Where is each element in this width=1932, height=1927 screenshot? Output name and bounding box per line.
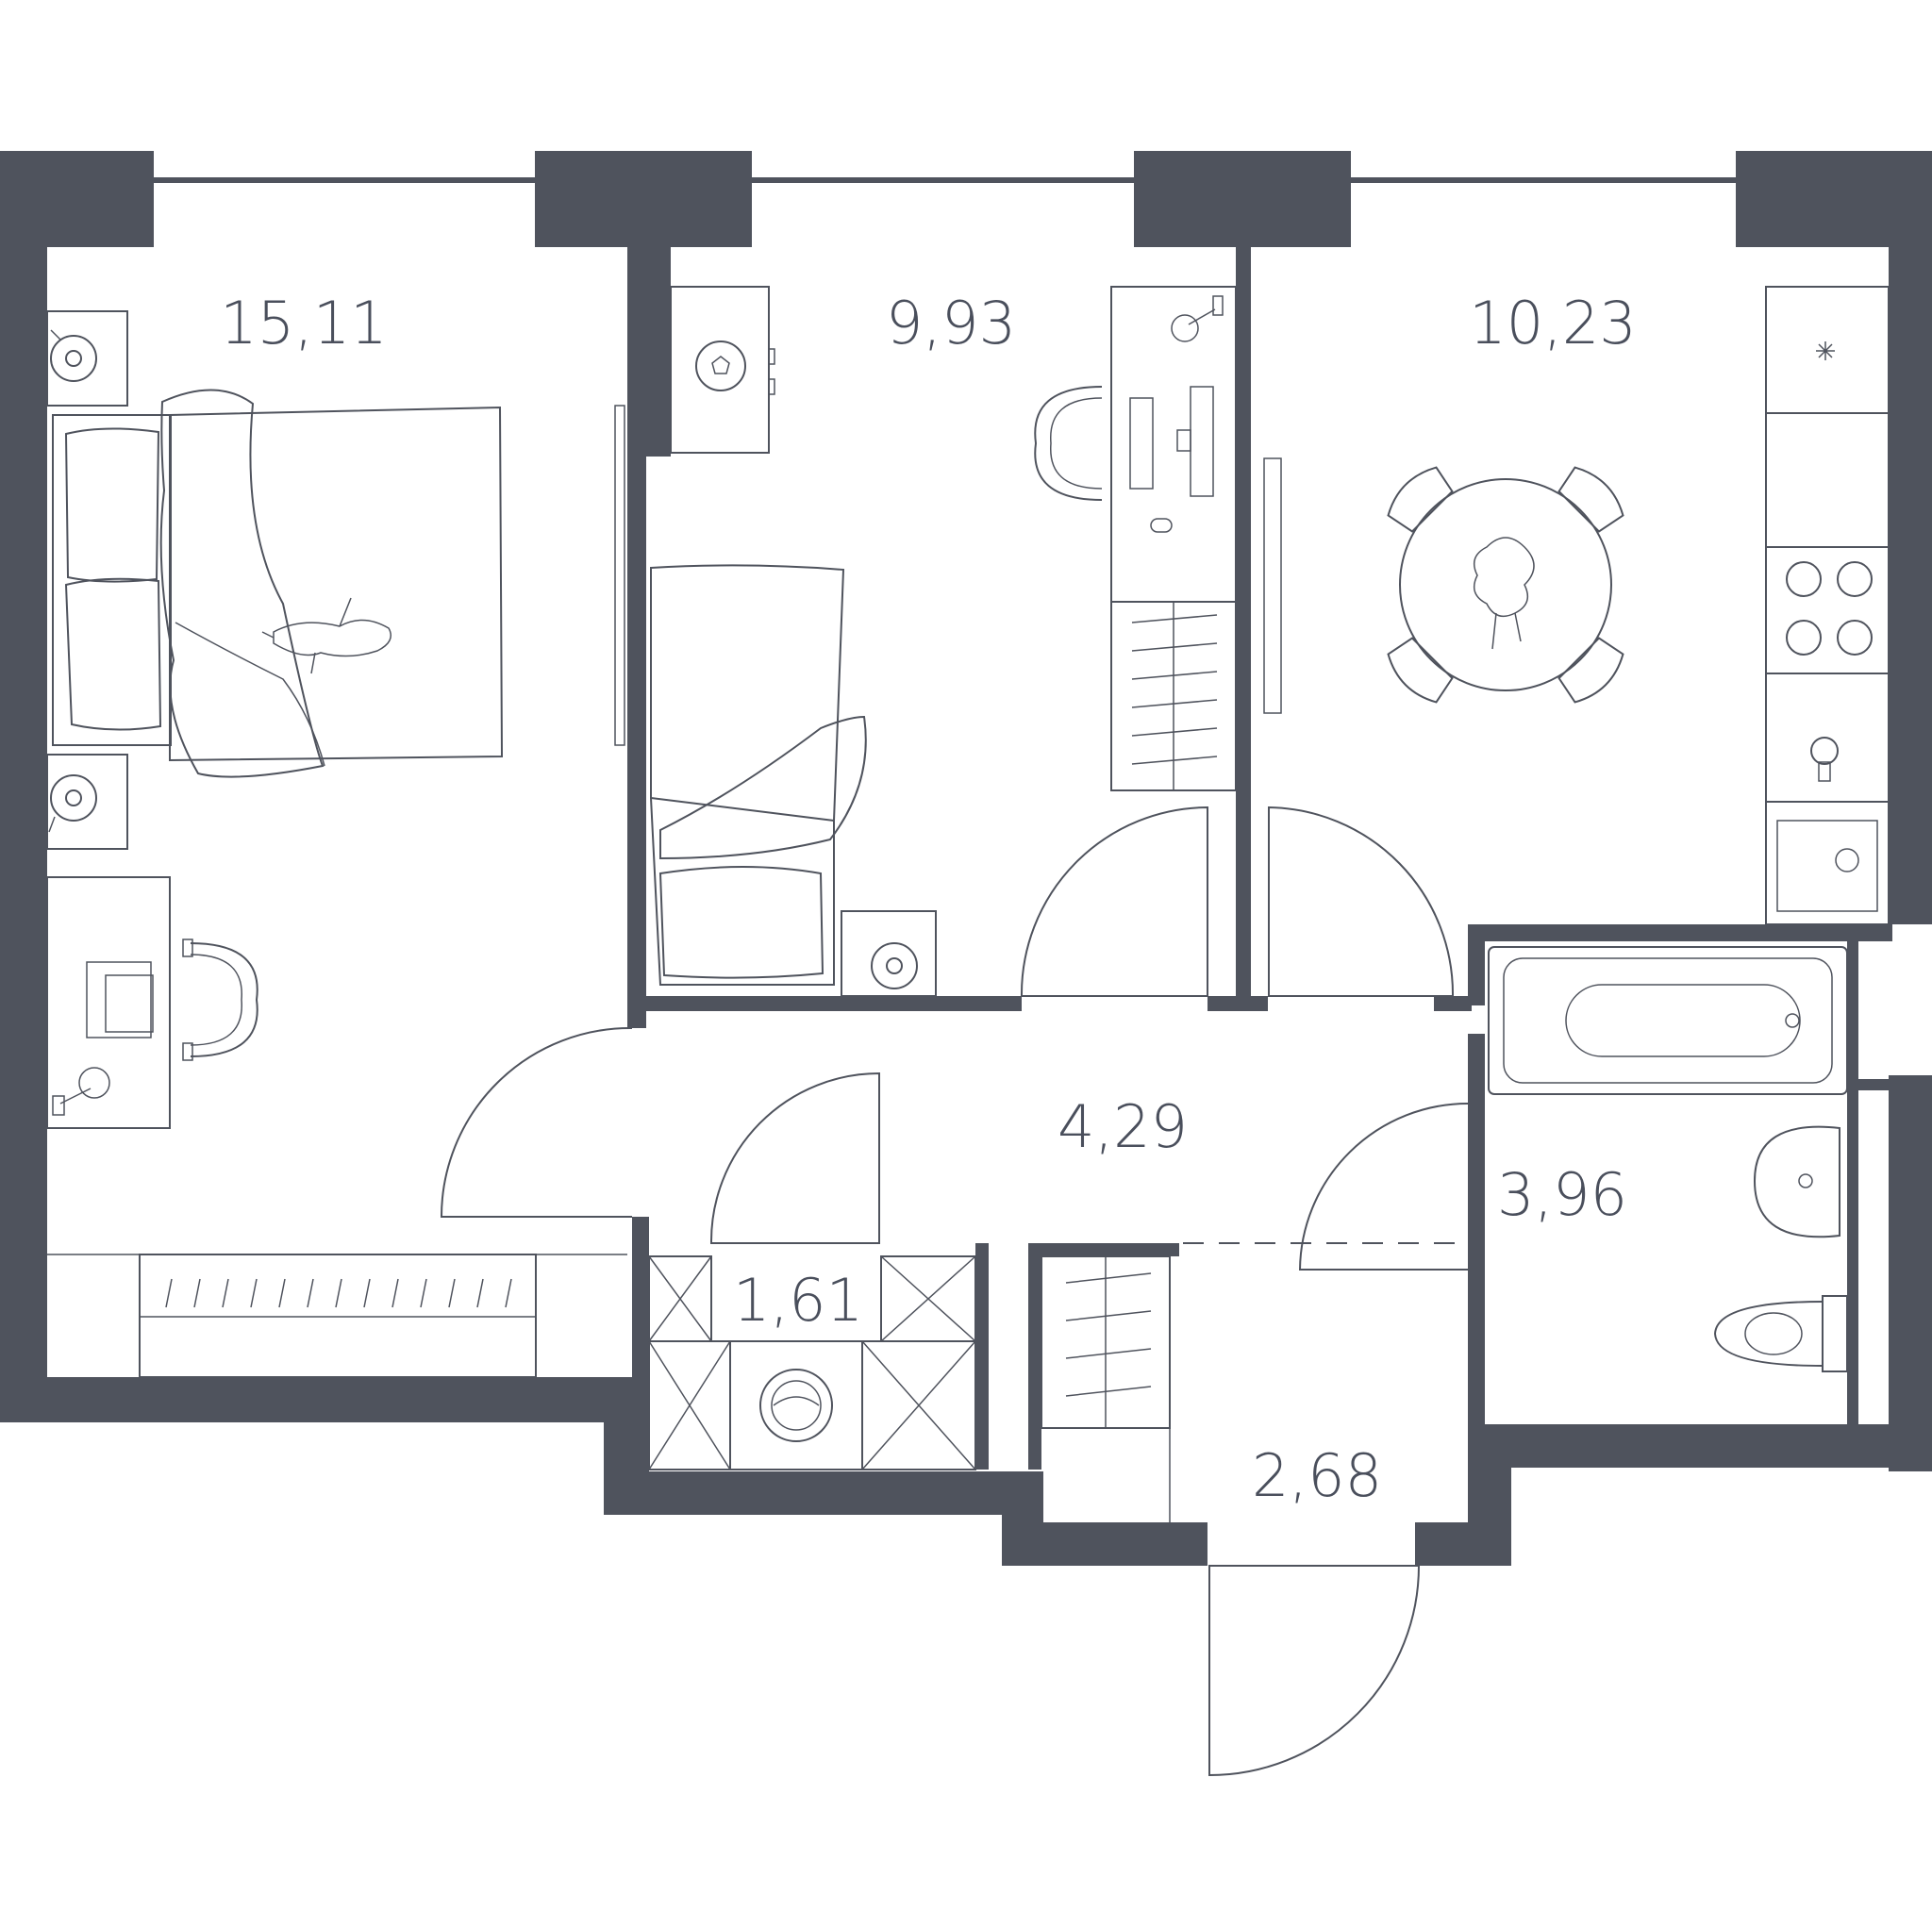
wardrobe-icon <box>1041 1255 1171 1429</box>
soccer-ball-icon <box>695 341 746 391</box>
flowers-icon <box>1473 537 1535 650</box>
room-area-childroom: 9,93 <box>886 289 1016 357</box>
door-bathroom <box>1298 1103 1469 1271</box>
laundry-furniture <box>648 1255 976 1470</box>
childroom-furniture <box>650 286 1237 997</box>
toilet-icon <box>1713 1295 1848 1372</box>
kitchen-mirror <box>1263 457 1282 714</box>
lamp-icon <box>48 774 97 833</box>
room-area-bathroom: 3,96 <box>1497 1160 1627 1229</box>
kitchen-furniture <box>1263 286 1890 925</box>
door-laundry <box>709 1071 880 1244</box>
door-entrance <box>1208 1565 1421 1777</box>
lamp-icon <box>1171 295 1224 342</box>
room-area-kitchen: 10,23 <box>1469 289 1637 357</box>
door-bedroom <box>440 1026 633 1218</box>
bathroom-furniture <box>1488 946 1848 1372</box>
washing-machine-icon <box>729 1340 863 1470</box>
wardrobe-icon <box>47 1254 627 1378</box>
bathtub-icon <box>1488 946 1848 1095</box>
entrance-furniture <box>1041 1255 1171 1522</box>
cat-icon <box>261 597 391 674</box>
room-labels: 15,11 9,93 10,23 4,29 3,96 1,61 2,68 <box>220 289 1637 1510</box>
chair-icon <box>1034 386 1103 501</box>
room-area-bedroom: 15,11 <box>220 289 388 357</box>
stove-icon <box>1765 546 1890 674</box>
desk-icon <box>46 876 171 1129</box>
nightstand-top <box>46 310 128 407</box>
doors <box>440 806 1469 1777</box>
room-area-entrance: 2,68 <box>1252 1441 1382 1510</box>
room-area-hall: 4,29 <box>1058 1092 1188 1161</box>
chair-icon <box>182 939 258 1061</box>
lamp-icon <box>841 910 937 997</box>
sink-icon <box>1765 673 1890 803</box>
bed-icon <box>52 389 504 778</box>
bedroom-furniture <box>46 310 627 1378</box>
bed-icon <box>650 564 867 986</box>
lamp-icon <box>50 329 97 382</box>
nightstand-bottom <box>46 754 128 850</box>
computer-icon <box>1110 286 1237 603</box>
lamp-icon <box>52 1067 110 1116</box>
shelf <box>670 286 770 454</box>
washbasin-icon <box>1753 1125 1840 1238</box>
wardrobe-icon <box>1110 601 1237 791</box>
walls <box>0 151 1932 1566</box>
dining-table-icon <box>1387 466 1624 704</box>
room-area-laundry: 1,61 <box>733 1266 863 1335</box>
door-childroom <box>1020 806 1208 997</box>
bedroom-mirror <box>614 405 625 746</box>
door-kitchen <box>1268 806 1455 997</box>
